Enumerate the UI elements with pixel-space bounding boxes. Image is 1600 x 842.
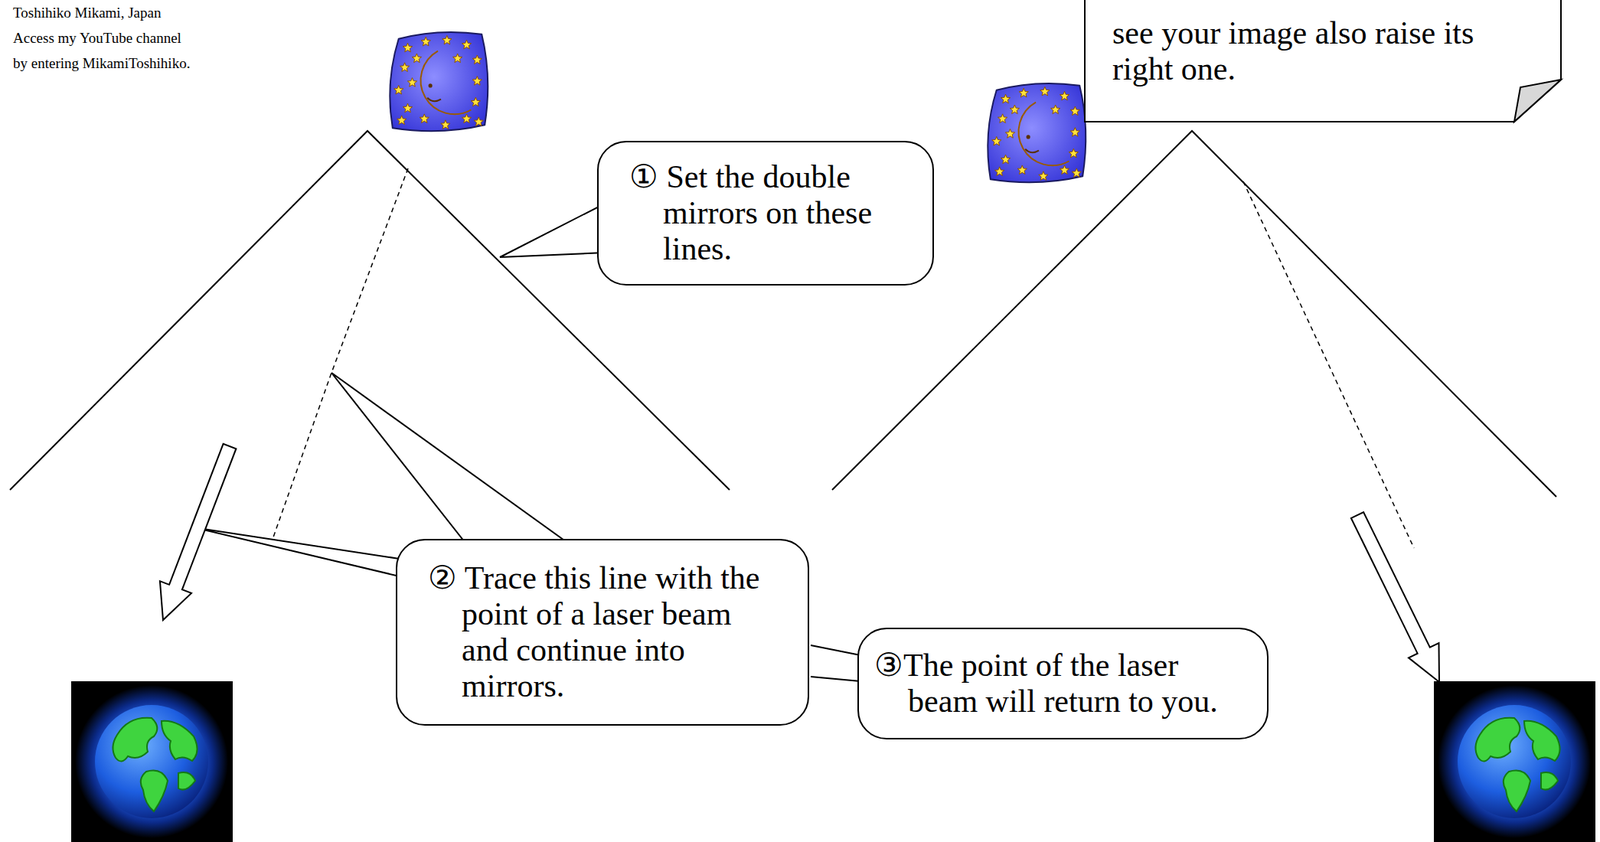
- moon-picture: [987, 83, 1086, 183]
- callout-tail: [193, 527, 400, 577]
- mirror-lines: [832, 130, 1557, 497]
- earth-picture: [1433, 681, 1596, 842]
- callout-text: ③The point of the laser beam will return…: [874, 647, 1245, 720]
- note-box: see your image also raise its right one.: [1084, 0, 1562, 123]
- author-note: Access my YouTube channel: [13, 29, 182, 48]
- laser-path: [270, 168, 409, 546]
- laser-path: [1243, 181, 1414, 549]
- author-note: Toshihiko Mikami, Japan: [13, 4, 161, 23]
- hollow-arrow: [160, 444, 236, 621]
- callout-text: see your image also raise its right one.: [1112, 15, 1532, 88]
- hollow-arrow: [1351, 512, 1440, 683]
- author-note: by entering MikamiToshihiko.: [13, 55, 190, 73]
- callout-tail: [810, 645, 861, 656]
- callout-tail: [810, 676, 861, 682]
- note-fold: [1514, 79, 1561, 122]
- callout-text: ① Set the double mirrors on these lines.: [629, 159, 910, 268]
- callout-tail: [331, 372, 567, 543]
- callout-box: ① Set the double mirrors on these lines.: [597, 140, 934, 286]
- callout-box: ② Trace this line with the point of a la…: [395, 538, 810, 726]
- earth-picture: [71, 681, 233, 842]
- moon-picture: [389, 32, 488, 131]
- callout-tail: [499, 205, 605, 258]
- callout-text: ② Trace this line with the point of a la…: [427, 560, 785, 705]
- callout-box: ③The point of the laser beam will return…: [857, 627, 1269, 740]
- note-outline: [1084, 0, 1561, 122]
